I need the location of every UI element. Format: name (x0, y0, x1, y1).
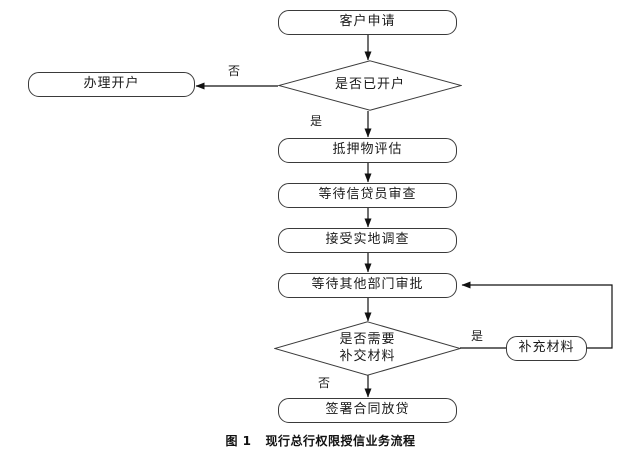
node-decision-account[interactable]: 是否已开户 (278, 60, 462, 111)
node-field-survey[interactable]: 接受实地调查 (278, 228, 457, 253)
node-field-survey-label: 接受实地调查 (325, 232, 410, 248)
edge-label-account-no: 否 (228, 64, 241, 78)
edge-supplement-loop-back (461, 281, 613, 349)
edge-label-materials-no: 否 (318, 376, 331, 390)
node-supplement[interactable]: 补充材料 (506, 336, 587, 361)
node-start[interactable]: 客户申请 (278, 10, 457, 35)
node-open-account[interactable]: 办理开户 (28, 72, 195, 97)
node-sign-contract-label: 签署合同放贷 (325, 402, 410, 418)
node-collateral-eval[interactable]: 抵押物评估 (278, 138, 457, 163)
figure-caption-number: 图 1 (225, 434, 252, 448)
edge-label-account-yes: 是 (310, 114, 323, 128)
node-wait-officer[interactable]: 等待信贷员审查 (278, 183, 457, 208)
node-wait-departments-label: 等待其他部门审批 (311, 277, 424, 293)
edge-label-materials-yes: 是 (471, 329, 484, 343)
diamond-shape (278, 60, 462, 111)
node-supplement-label: 补充材料 (518, 340, 575, 356)
figure-caption: 图 1 现行总行权限授信业务流程 (0, 432, 641, 449)
node-wait-officer-label: 等待信贷员审查 (318, 187, 417, 203)
node-start-label: 客户申请 (339, 14, 396, 30)
figure-caption-title: 现行总行权限授信业务流程 (265, 434, 416, 448)
node-decision-materials[interactable]: 是否需要 补交材料 (274, 321, 461, 376)
node-collateral-eval-label: 抵押物评估 (332, 142, 403, 158)
diamond-shape (274, 321, 461, 376)
node-sign-contract[interactable]: 签署合同放贷 (278, 398, 457, 423)
node-wait-departments[interactable]: 等待其他部门审批 (278, 273, 457, 298)
node-open-account-label: 办理开户 (83, 76, 140, 92)
